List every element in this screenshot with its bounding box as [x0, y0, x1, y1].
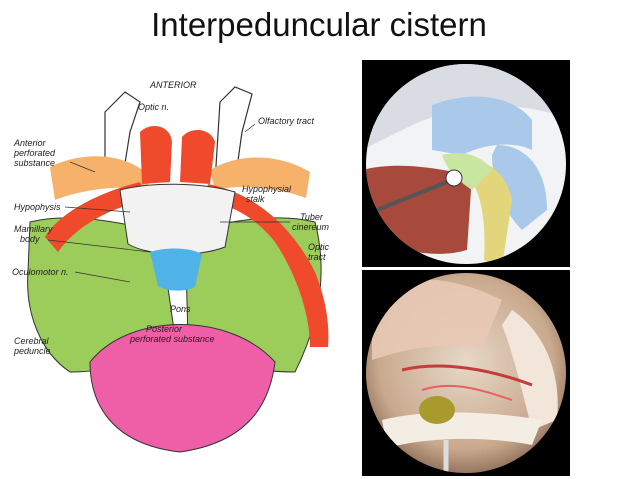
endoscope-photo-svg: [362, 270, 570, 476]
pons: [89, 324, 276, 453]
label-pons: Pons: [170, 304, 191, 314]
label-cerebral-2: peduncle: [13, 346, 51, 356]
endoscope-photo: [362, 270, 570, 476]
label-mamillary-1: Mamillary: [14, 224, 53, 234]
label-oculomotor: Oculomotor n.: [12, 267, 69, 277]
label-hypophysis: Hypophysis: [14, 202, 61, 212]
label-optic-n: Optic n.: [138, 102, 169, 112]
label-posterior-1: Posterior: [146, 324, 183, 334]
label-anterior: ANTERIOR: [149, 80, 197, 90]
label-optic-tract-1: Optic: [308, 242, 330, 252]
optic-nerve-right: [180, 130, 215, 184]
anatomy-diagram-svg: ANTERIOR Optic n. Olfactory tract Anteri…: [12, 80, 330, 453]
anterior-perforated-left: [50, 156, 150, 200]
interpeduncular-cistern: [150, 248, 202, 291]
anatomy-diagram: ANTERIOR Optic n. Olfactory tract Anteri…: [10, 72, 350, 478]
label-optic-tract-2: tract: [308, 252, 326, 262]
label-anterior-perforated-2: perforated: [13, 148, 56, 158]
leader-lines: [47, 123, 290, 283]
label-anterior-perforated-1: Anterior: [13, 138, 47, 148]
hypophysis: [119, 183, 236, 255]
optic-nerve-left: [140, 126, 172, 184]
endoscope-illustration-svg: [362, 60, 570, 267]
anterior-perforated-right: [210, 157, 310, 198]
label-olfactory-tract: Olfactory tract: [258, 116, 315, 126]
label-hypophysial-2: stalk: [246, 194, 265, 204]
label-anterior-perforated-3: substance: [14, 158, 55, 168]
label-cerebral-1: Cerebral: [14, 336, 50, 346]
label-posterior-2: perforated substance: [129, 334, 215, 344]
slide-title: Interpeduncular cistern: [151, 6, 487, 43]
label-mamillary-2: body: [20, 234, 40, 244]
label-hypophysial-1: Hypophysial: [242, 184, 292, 194]
label-tuber-1: Tuber: [300, 212, 324, 222]
endoscope-illustration: [362, 60, 570, 267]
label-tuber-2: cinereum: [292, 222, 330, 232]
